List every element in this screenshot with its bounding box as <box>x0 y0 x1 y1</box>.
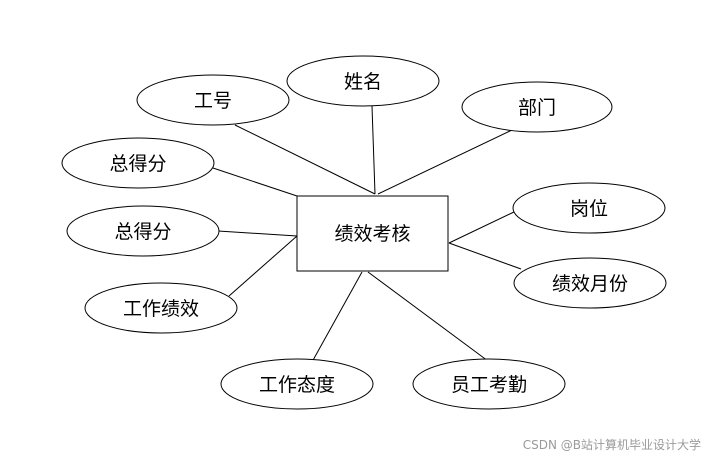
attribute-label: 绩效月份 <box>552 273 628 295</box>
attribute-label: 员工考勤 <box>451 374 527 396</box>
line-xingming <box>371 105 376 195</box>
line-gonghao <box>234 124 376 195</box>
entity-jixiaokaohe: 绩效考核 <box>296 195 449 272</box>
attribute-zongdefen-1: 总得分 <box>61 137 215 189</box>
attribute-bumen: 部门 <box>461 81 613 133</box>
line-yuangongkaoqin <box>367 271 489 362</box>
line-gongzuotaidu <box>311 271 363 363</box>
attribute-gangwei: 岗位 <box>512 182 666 234</box>
line-zongdefen-1 <box>209 166 298 197</box>
watermark: CSDN @B站计算机毕业设计大学 <box>522 438 701 452</box>
attribute-zongdefen-2: 总得分 <box>66 205 220 257</box>
attribute-xingming: 姓名 <box>286 55 440 107</box>
attribute-label: 工号 <box>194 90 232 112</box>
connector-lines <box>209 105 522 363</box>
attribute-label: 岗位 <box>570 198 608 220</box>
attribute-label: 工作态度 <box>259 374 335 396</box>
line-jixiaoyuefen <box>448 242 522 270</box>
attribute-jixiaoyuefen: 绩效月份 <box>513 257 667 309</box>
attribute-label: 工作绩效 <box>123 298 199 320</box>
line-gangwei <box>448 210 517 244</box>
attribute-yuangongkaoqin: 员工考勤 <box>412 358 566 410</box>
attribute-label: 总得分 <box>109 153 166 175</box>
attribute-label: 部门 <box>518 97 556 119</box>
line-zongdefen-2 <box>217 230 298 237</box>
attribute-gonghao: 工号 <box>136 74 290 126</box>
line-bumen <box>377 129 513 195</box>
attribute-label: 姓名 <box>344 71 382 93</box>
attribute-label: 总得分 <box>114 221 171 243</box>
entity-label: 绩效考核 <box>334 223 410 245</box>
line-gongzuojixiao <box>228 235 298 297</box>
attribute-gongzuojixiao: 工作绩效 <box>84 282 238 334</box>
attribute-gongzuotaidu: 工作态度 <box>220 358 374 410</box>
